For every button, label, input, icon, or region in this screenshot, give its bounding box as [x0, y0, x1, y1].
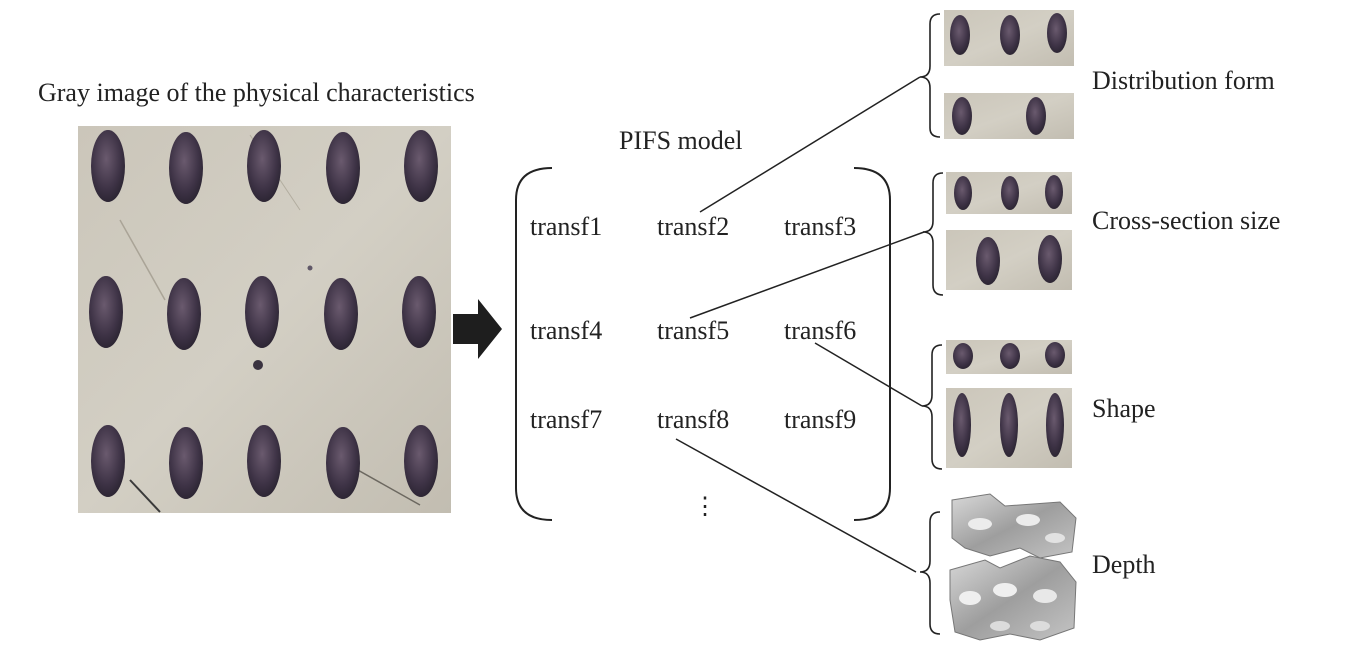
thumbnail-dot [1000, 343, 1020, 369]
thumbnail-dot [976, 237, 1000, 285]
grid-dot [404, 130, 438, 202]
matrix-cell: transf8 [657, 405, 730, 434]
matrix-cell: transf9 [784, 405, 857, 434]
source-image-title: Gray image of the physical characteristi… [38, 78, 475, 107]
grid-dot [91, 425, 125, 497]
matrix-cell: transf5 [657, 316, 730, 345]
matrix-right-bracket [853, 167, 891, 521]
stain-mark [253, 360, 263, 370]
scratch-line [129, 479, 161, 513]
grid-dot [324, 278, 358, 350]
thumbnail-dot [1046, 393, 1064, 457]
thumbnail-dot [1026, 97, 1046, 135]
grid-dot [404, 425, 438, 497]
scratch-line [119, 219, 166, 301]
grid-dot [91, 130, 125, 202]
grid-dot [245, 276, 279, 348]
connector-shape [814, 342, 923, 407]
grid-dot [169, 132, 203, 204]
grid-dot [167, 278, 201, 350]
thumbnail-dot [1038, 235, 1062, 283]
matrix-cell: transf2 [657, 212, 730, 241]
grid-dot [247, 130, 281, 202]
thumbnail-dot [1047, 13, 1067, 53]
depth-render-top [951, 493, 1077, 559]
cross-section-size-thumbnails [946, 172, 1072, 290]
thumbnail-dot [1000, 393, 1018, 457]
matrix-left-bracket [515, 167, 553, 521]
label-depth: Depth [1092, 550, 1156, 579]
matrix-cell: transf1 [530, 212, 603, 241]
thumbnail-dot [1045, 342, 1065, 368]
matrix-cell: transf3 [784, 212, 857, 241]
brace-shape [921, 344, 943, 470]
stain-mark [307, 265, 313, 271]
grid-dot [169, 427, 203, 499]
label-shape: Shape [1092, 394, 1156, 423]
connector-cross-section [689, 231, 925, 319]
label-distribution-form: Distribution form [1092, 66, 1275, 95]
grid-dot [247, 425, 281, 497]
label-cross-section-size: Cross-section size [1092, 206, 1281, 235]
thumbnail-dot [954, 176, 972, 210]
grid-dot [402, 276, 436, 348]
thumbnail-dot [1000, 15, 1020, 55]
grid-dot [89, 276, 123, 348]
brace-depth [919, 511, 941, 635]
thumbnail-dot [950, 15, 970, 55]
depth-render-bottom [949, 555, 1077, 641]
thumbnail-dot [952, 97, 972, 135]
distribution-form-thumbnails [944, 10, 1074, 139]
connector-distribution [699, 76, 921, 213]
source-gray-image [78, 126, 451, 513]
model-title: PIFS model [619, 126, 743, 155]
brace-distribution [919, 13, 941, 138]
right-arrow-icon [453, 299, 502, 359]
thumbnail-dot [1001, 176, 1019, 210]
thumbnail-dot [953, 343, 973, 369]
shape-thumbnails [946, 340, 1072, 468]
dot-grid [89, 130, 438, 499]
grid-dot [326, 427, 360, 499]
brace-cross-section [922, 172, 944, 296]
matrix-cell: transf7 [530, 405, 603, 434]
thumbnail-dot [953, 393, 971, 457]
depth-thumbnails [949, 493, 1077, 641]
matrix-cell: transf6 [784, 316, 857, 345]
matrix-continuation: ⋮ [693, 494, 717, 520]
thumbnail-dot [1045, 175, 1063, 209]
connector-depth [675, 438, 917, 573]
grid-dot [326, 132, 360, 204]
matrix-cell: transf4 [530, 316, 603, 345]
